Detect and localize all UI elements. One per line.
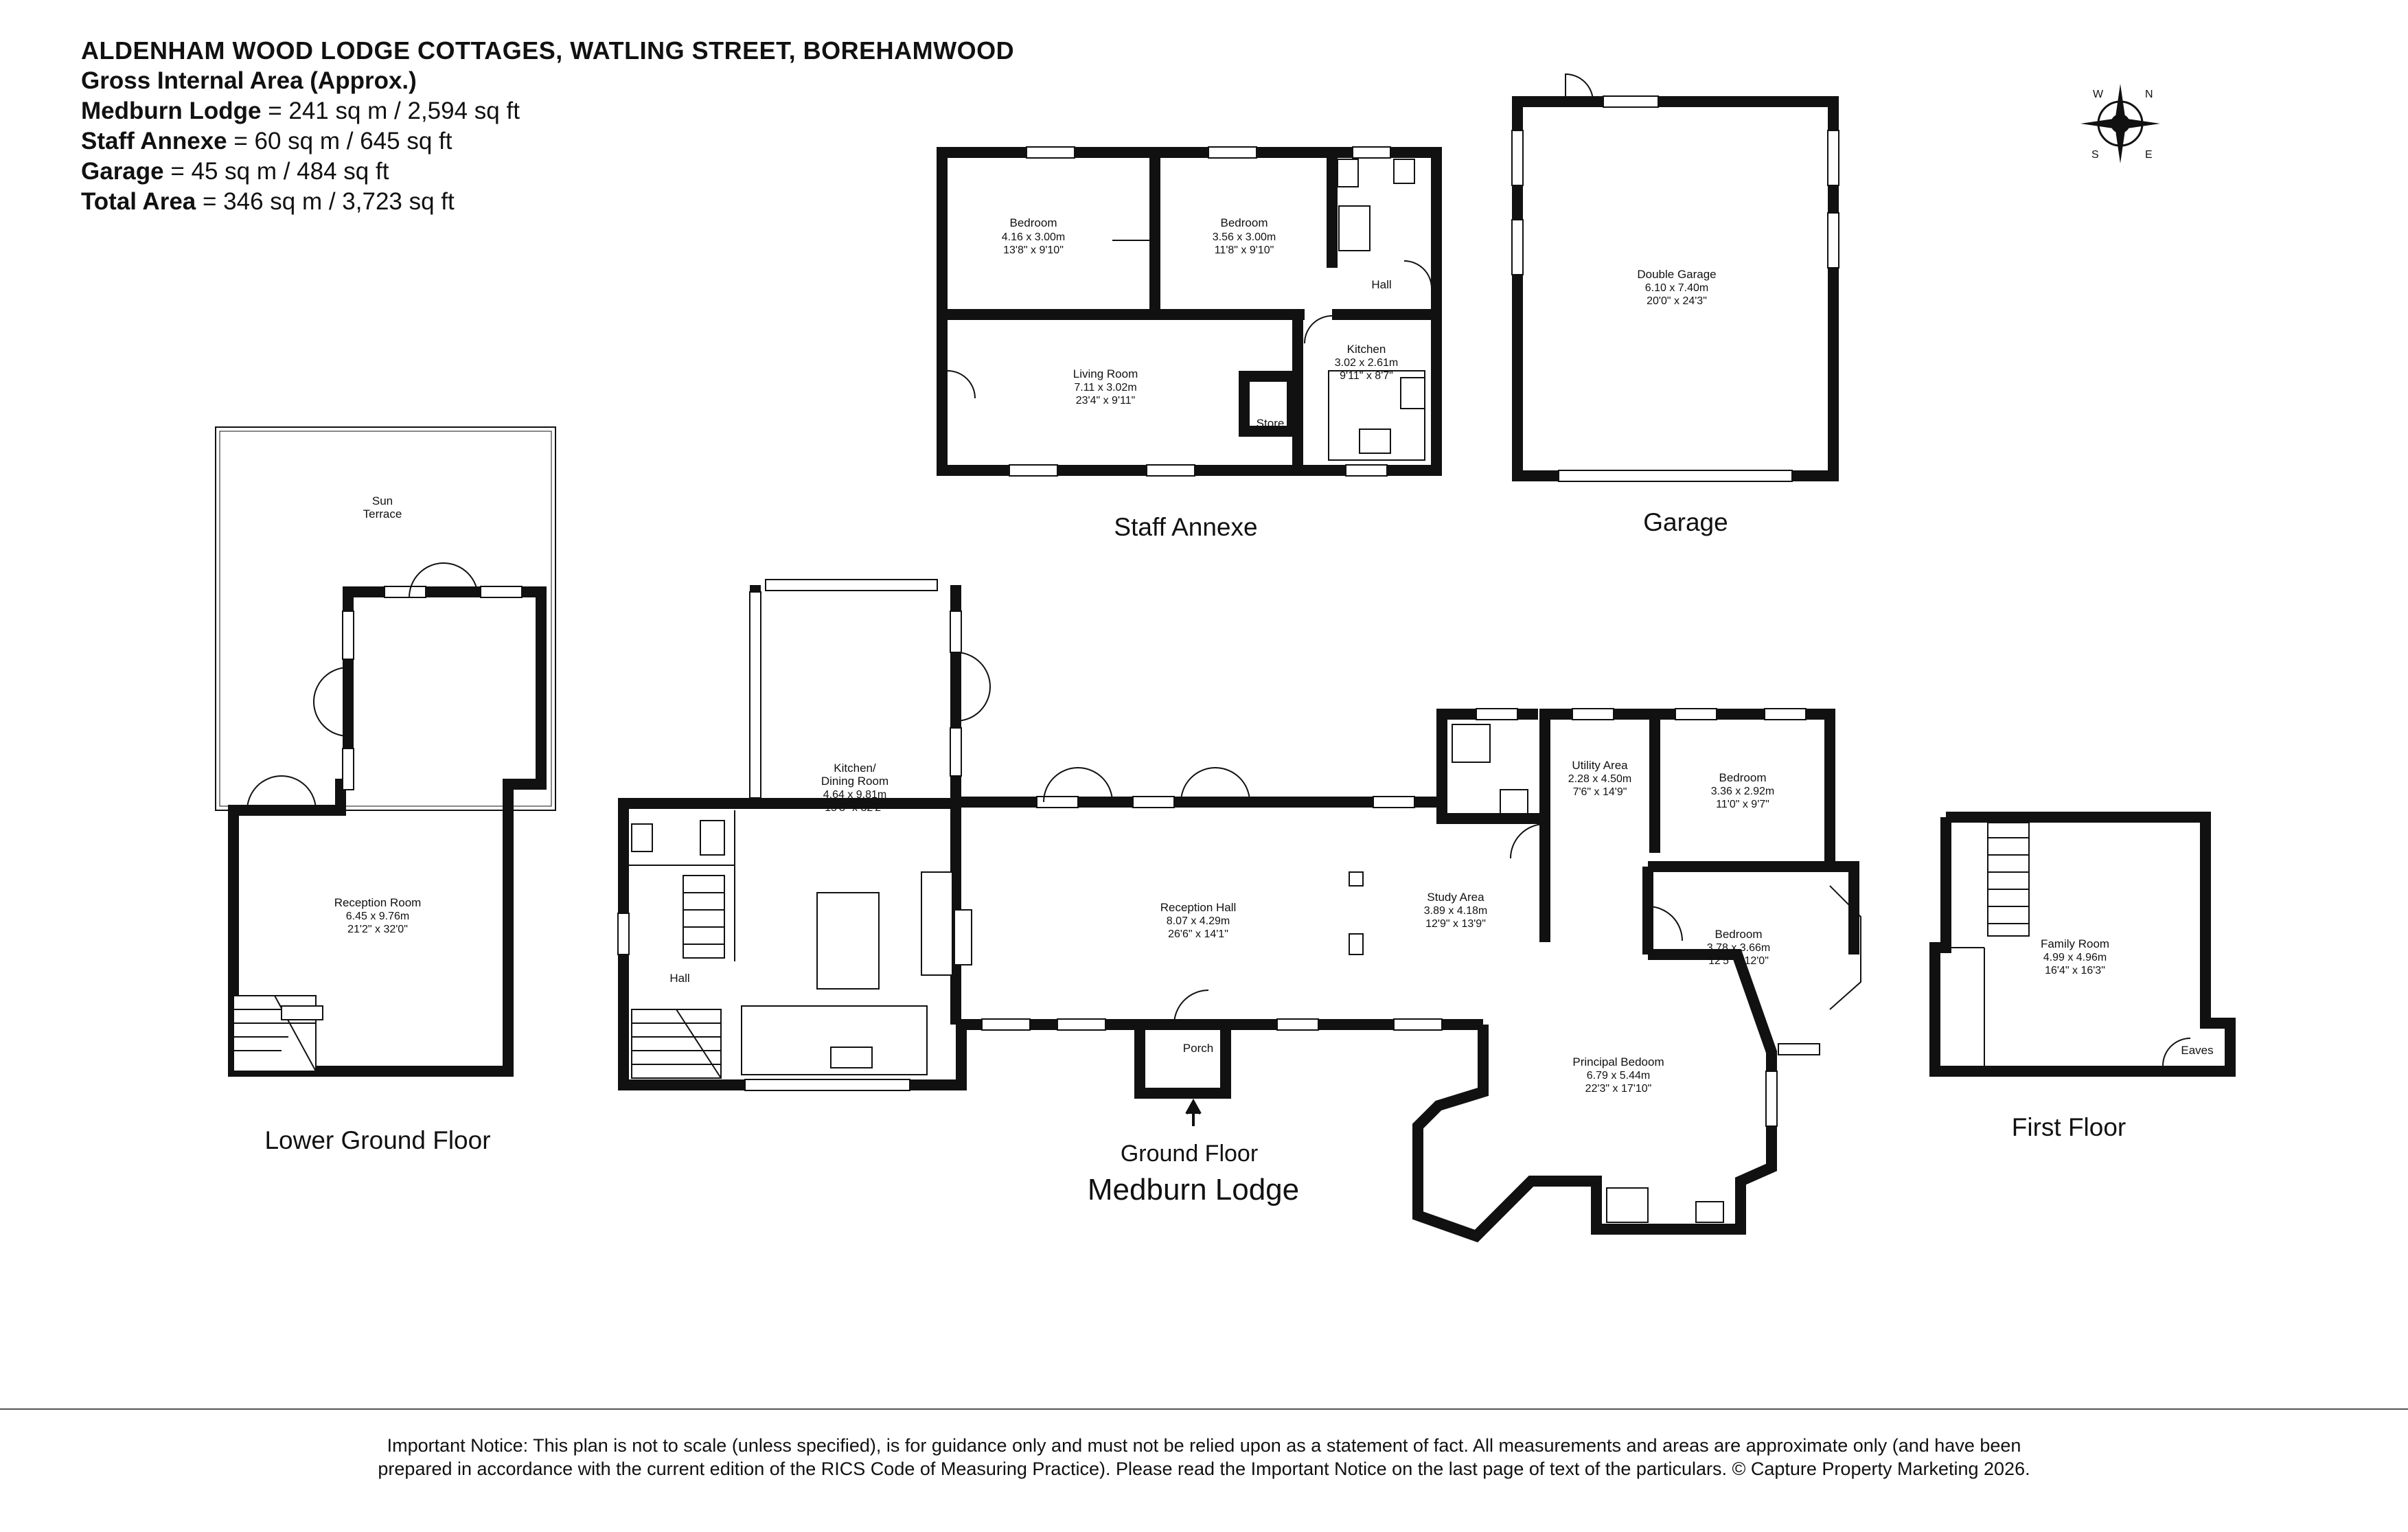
annexe-bed2-ft: 11'8" x 9'10" bbox=[1215, 244, 1274, 256]
garage-m: 6.10 x 7.40m bbox=[1645, 282, 1709, 294]
utility-ft: 7'6" x 14'9" bbox=[1573, 786, 1627, 798]
property-title: ALDENHAM WOOD LODGE COTTAGES, WATLING ST… bbox=[81, 36, 1015, 65]
annexe-living-m: 7.11 x 3.02m bbox=[1074, 382, 1136, 393]
sun-terrace-line2: Terrace bbox=[363, 507, 402, 521]
eaves-name: Eaves bbox=[2181, 1044, 2213, 1057]
reception-hall-m: 8.07 x 4.29m bbox=[1167, 915, 1230, 927]
annexe-store-name: Store bbox=[1257, 417, 1285, 430]
header: ALDENHAM WOOD LODGE COTTAGES, WATLING ST… bbox=[81, 36, 1014, 217]
annexe-living-ft: 23'4" x 9'11" bbox=[1076, 395, 1136, 407]
annexe-bed1-ft: 13'8" x 9'10" bbox=[1003, 244, 1064, 256]
area-medburn: Medburn Lodge = 241 sq m / 2,594 sq ft bbox=[81, 98, 520, 124]
first-floor-plan: Family Room 4.99 x 4.96m 16'4" x 16'3" E… bbox=[1929, 812, 2236, 1077]
staff-annexe-plan: Bedroom 4.16 x 3.00m 13'8" x 9'10" Bedro… bbox=[937, 146, 1442, 477]
study-m: 3.89 x 4.18m bbox=[1424, 905, 1488, 917]
gf-bed1-ft: 11'0" x 9'7" bbox=[1716, 799, 1769, 810]
label-staff-annexe: Staff Annexe bbox=[1114, 513, 1257, 541]
gf-bed2-m: 3.78 x 3.66m bbox=[1707, 942, 1771, 954]
lg-reception-ft: 21'2" x 32'0" bbox=[347, 924, 408, 935]
compass-w: W bbox=[2093, 89, 2104, 100]
gf-bed1-m: 3.36 x 2.92m bbox=[1711, 786, 1775, 797]
annexe-living-name: Living Room bbox=[1073, 367, 1138, 380]
study-ft: 12'9" x 13'9" bbox=[1425, 918, 1486, 930]
notice-line2: prepared in accordance with the current … bbox=[378, 1459, 2030, 1479]
annexe-kitchen-name: Kitchen bbox=[1347, 343, 1386, 356]
kitchen-dining-line2: Dining Room bbox=[821, 775, 888, 788]
lower-ground-plan: Sun Terrace Reception Room 6.45 x 9.76m … bbox=[215, 426, 556, 1077]
ground-floor-plan: Kitchen/ Dining Room 4.64 x 9.81m 15'3" … bbox=[617, 579, 1861, 1243]
gia-heading: Gross Internal Area (Approx.) bbox=[81, 67, 417, 94]
label-medburn: Medburn Lodge bbox=[1088, 1173, 1299, 1207]
lg-reception-name: Reception Room bbox=[334, 896, 422, 909]
annexe-kitchen-ft: 9'11" x 8'7" bbox=[1340, 370, 1393, 382]
annexe-bed1-m: 4.16 x 3.00m bbox=[1002, 231, 1066, 243]
utility-name: Utility Area bbox=[1572, 759, 1628, 772]
label-garage: Garage bbox=[1643, 508, 1728, 536]
porch-name: Porch bbox=[1183, 1042, 1213, 1055]
reception-hall-ft: 26'6" x 14'1" bbox=[1168, 928, 1228, 940]
annexe-hall-name: Hall bbox=[1371, 278, 1391, 291]
label-lower-ground: Lower Ground Floor bbox=[264, 1126, 490, 1154]
gf-bed2-ft: 12'5" x 12'0" bbox=[1708, 955, 1769, 967]
important-notice: Important Notice: This plan is not to sc… bbox=[0, 1434, 2408, 1480]
reception-hall-name: Reception Hall bbox=[1160, 901, 1237, 914]
family-ft: 16'4" x 16'3" bbox=[2045, 965, 2105, 976]
utility-m: 2.28 x 4.50m bbox=[1568, 773, 1632, 785]
notice-line1: Important Notice: This plan is not to sc… bbox=[387, 1435, 2021, 1456]
label-ground-floor: Ground Floor bbox=[1121, 1141, 1258, 1167]
kitchen-dining-ft: 15'3" x 32'2" bbox=[825, 802, 885, 814]
kitchen-dining-line1: Kitchen/ bbox=[834, 762, 876, 775]
sun-terrace-line1: Sun bbox=[372, 494, 393, 507]
divider bbox=[0, 1408, 2408, 1410]
label-first-floor: First Floor bbox=[2012, 1113, 2126, 1141]
gf-hall-name: Hall bbox=[669, 972, 689, 985]
area-garage: Garage = 45 sq m / 484 sq ft bbox=[81, 158, 389, 185]
area-staff-annexe: Staff Annexe = 60 sq m / 645 sq ft bbox=[81, 128, 452, 155]
compass-e: E bbox=[2145, 149, 2153, 161]
study-name: Study Area bbox=[1427, 891, 1484, 904]
lg-reception-m: 6.45 x 9.76m bbox=[346, 911, 410, 922]
stairs-icon bbox=[631, 875, 725, 1079]
kitchen-dining-m: 4.64 x 9.81m bbox=[823, 789, 887, 801]
family-name: Family Room bbox=[2041, 937, 2109, 950]
garage-name: Double Garage bbox=[1637, 268, 1716, 281]
compass-s: S bbox=[2091, 149, 2099, 161]
annexe-bed1-name: Bedroom bbox=[1010, 216, 1057, 229]
principal-ft: 22'3" x 17'10" bbox=[1585, 1083, 1652, 1095]
annexe-bed2-name: Bedroom bbox=[1221, 216, 1268, 229]
stairs-icon bbox=[233, 995, 323, 1072]
gf-bed2-name: Bedroom bbox=[1715, 928, 1763, 941]
gf-bed1-name: Bedroom bbox=[1719, 771, 1767, 784]
principal-m: 6.79 x 5.44m bbox=[1587, 1070, 1651, 1082]
area-total: Total Area = 346 sq m / 3,723 sq ft bbox=[81, 188, 455, 215]
principal-name: Principal Bedoom bbox=[1572, 1055, 1664, 1068]
garage-ft: 20'0" x 24'3" bbox=[1647, 295, 1707, 307]
annexe-bed2-m: 3.56 x 3.00m bbox=[1213, 231, 1276, 243]
family-m: 4.99 x 4.96m bbox=[2043, 952, 2107, 963]
garage-plan: Double Garage 6.10 x 7.40m 20'0" x 24'3" bbox=[1511, 73, 1839, 482]
compass-icon: W N S E bbox=[2080, 84, 2160, 163]
entrance-arrow-icon bbox=[1185, 1098, 1202, 1126]
annexe-kitchen-m: 3.02 x 2.61m bbox=[1335, 357, 1399, 369]
compass-n: N bbox=[2145, 89, 2153, 100]
